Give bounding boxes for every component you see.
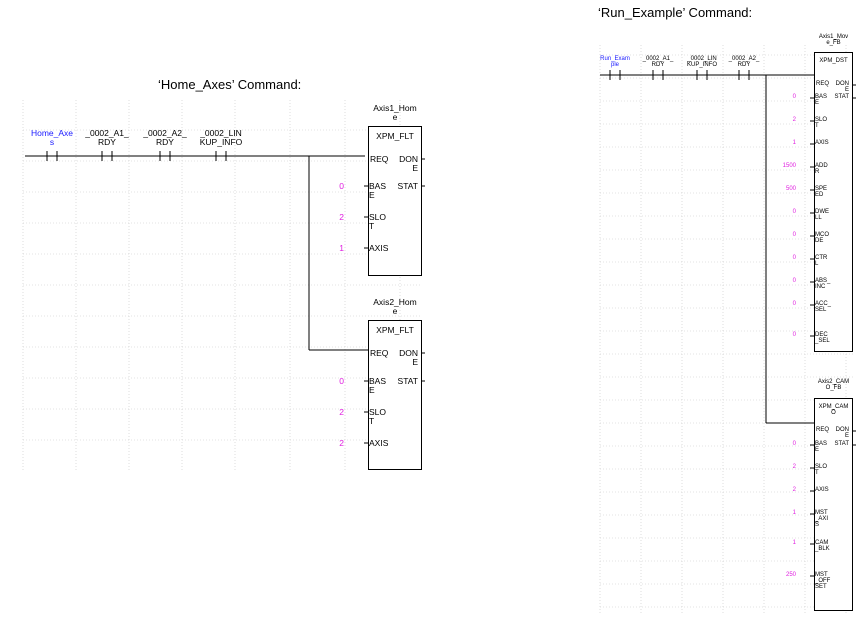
input-pin-10: DEC _SEL [815, 332, 830, 344]
input-pin-2: AXIS [369, 438, 389, 448]
input-pin-7: CTR L [815, 255, 828, 267]
input-pin-2: AXIS [815, 487, 829, 493]
done-pin: DON E [835, 427, 849, 439]
input-pin-5: DWE LL [815, 209, 829, 221]
input-pin-2: AXIS [815, 140, 829, 146]
input-pin-3: MST _AXI S [815, 510, 829, 528]
input-pin-1: SLO T [815, 464, 828, 476]
input-value-1: 2 [792, 117, 796, 123]
input-value-5: 250 [785, 572, 796, 578]
home-contact-label-2: _0002_A2_ RDY [143, 128, 187, 147]
input-value-4: 500 [785, 186, 796, 192]
block-type: XPM_CAM O [818, 404, 849, 416]
input-value-0: 0 [339, 376, 344, 386]
req-pin: REQ [370, 154, 389, 164]
run-contact-label-1: _0002_A1_ RDY [642, 56, 674, 68]
input-value-9: 0 [792, 301, 796, 307]
input-pin-0: BAS E [369, 376, 387, 395]
input-pin-2: AXIS [369, 243, 389, 253]
function-block[interactable] [814, 52, 853, 352]
input-value-1: 2 [792, 464, 796, 470]
input-value-4: 1 [792, 540, 796, 546]
run-contact-label-2: _0002_LIN KUP_INFO [686, 56, 717, 68]
block-instance-name: Axis2_CAM O_FB [817, 379, 850, 391]
input-pin-4: SPE ED [815, 186, 828, 198]
run-contact-label-0: Run_Exam ple [600, 56, 630, 68]
input-value-6: 0 [792, 232, 796, 238]
input-value-2: 2 [792, 487, 796, 493]
input-pin-0: BAS E [369, 181, 387, 200]
block-instance-name: Axis1_Hom e [373, 103, 417, 122]
input-pin-1: SLO T [369, 212, 387, 231]
input-value-0: 0 [792, 441, 796, 447]
stat-pin: STAT [397, 376, 418, 386]
function-block[interactable] [368, 320, 422, 470]
home-contact-label-0: Home_Axe s [30, 128, 74, 147]
stat-pin: STAT [834, 441, 849, 447]
home-axes-caption: ‘Home_Axes’ Command: [158, 77, 302, 92]
input-value-8: 0 [792, 278, 796, 284]
input-value-2: 1 [339, 243, 344, 253]
input-value-2: 2 [339, 438, 344, 448]
input-value-3: 1 [792, 510, 796, 516]
run-contact-label-3: _0002_A2_ RDY [728, 56, 760, 68]
input-value-5: 0 [792, 209, 796, 215]
block-type: XPM_DST [819, 58, 848, 64]
req-pin: REQ [370, 348, 389, 358]
block-instance-name: Axis2_Hom e [373, 297, 417, 316]
function-block[interactable] [814, 398, 853, 611]
input-pin-4: CAM _BLK [815, 540, 830, 552]
input-pin-1: SLO T [369, 407, 387, 426]
stat-pin: STAT [834, 94, 849, 100]
input-value-1: 2 [339, 407, 344, 417]
input-pin-3: ADD R [815, 163, 828, 175]
input-pin-0: BAS E [815, 94, 828, 106]
req-pin: REQ [816, 81, 830, 87]
input-pin-8: ABS_ INC [815, 278, 831, 290]
done-pin: DON E [835, 81, 849, 93]
input-value-1: 2 [339, 212, 344, 222]
input-value-0: 0 [792, 94, 796, 100]
input-pin-9: ACC_ SEL [815, 301, 832, 313]
input-value-7: 0 [792, 255, 796, 261]
input-pin-0: BAS E [815, 441, 828, 453]
input-value-0: 0 [339, 181, 344, 191]
block-type: XPM_FLT [376, 131, 414, 141]
input-pin-1: SLO T [815, 117, 828, 129]
block-type: XPM_FLT [376, 325, 414, 335]
function-block[interactable] [368, 126, 422, 276]
input-value-3: 1500 [782, 163, 796, 169]
stat-pin: STAT [397, 181, 418, 191]
input-pin-5: MST _OFF SET [815, 572, 831, 590]
home-contact-label-1: _0002_A1_ RDY [85, 128, 129, 147]
home-contact-label-3: _0002_LIN KUP_INFO [199, 128, 243, 147]
done-pin: DON E [399, 154, 418, 173]
block-instance-name: Axis1_Mov e_FB [818, 34, 849, 46]
input-value-2: 1 [792, 140, 796, 146]
req-pin: REQ [816, 427, 830, 433]
done-pin: DON E [399, 348, 418, 367]
input-value-10: 0 [792, 332, 796, 338]
input-pin-6: MCO DE [815, 232, 829, 244]
run-example-caption: ‘Run_Example’ Command: [598, 5, 753, 20]
